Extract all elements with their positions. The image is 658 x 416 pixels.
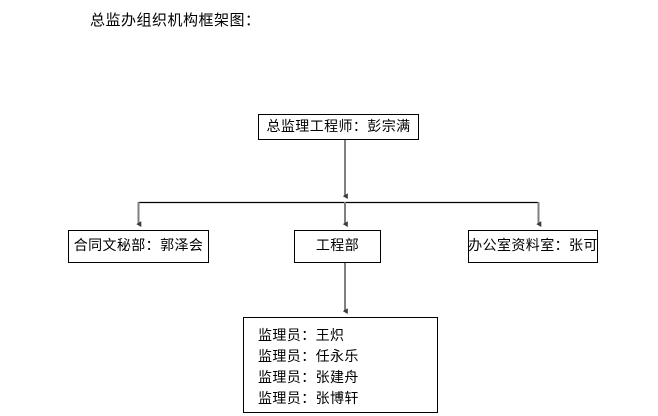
node-supervisor-list[interactable]: 监理员：王炽 监理员：任永乐 监理员：张建舟 监理员：张博轩 xyxy=(243,317,438,413)
node-chief-supervising-engineer[interactable]: 总监理工程师：彭宗满 xyxy=(258,114,419,140)
node-label: 办公室资料室：张可 xyxy=(468,238,598,255)
node-label: 总监理工程师：彭宗满 xyxy=(266,118,411,135)
node-office-archives-room[interactable]: 办公室资料室：张可 xyxy=(468,230,598,263)
node-contract-secretarial-department[interactable]: 合同文秘部：郭泽会 xyxy=(68,230,209,263)
node-label: 合同文秘部：郭泽会 xyxy=(73,238,204,255)
node-engineering-department[interactable]: 工程部 xyxy=(294,230,381,263)
list-item: 监理员：张建舟 xyxy=(258,370,359,386)
node-label: 工程部 xyxy=(315,238,360,255)
list-item: 监理员：任永乐 xyxy=(258,349,359,365)
list-item: 监理员：王炽 xyxy=(258,328,345,344)
page-title: 总监办组织机构框架图： xyxy=(90,11,261,29)
list-item: 监理员：张博轩 xyxy=(258,391,359,407)
